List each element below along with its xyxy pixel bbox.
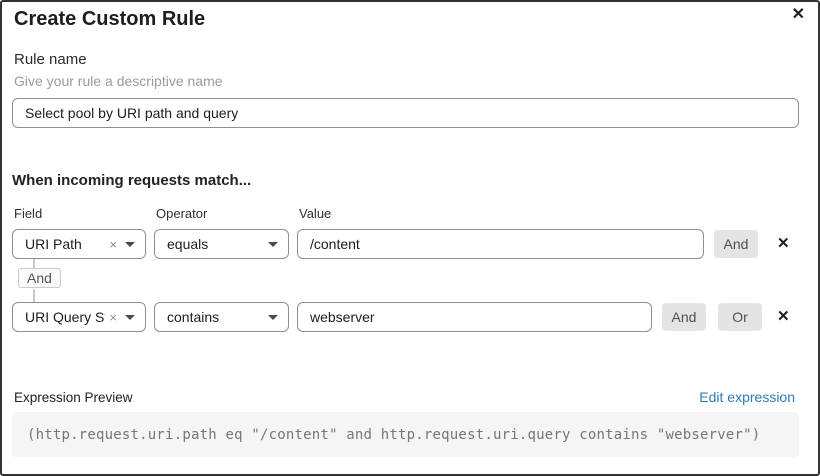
remove-icon[interactable]: ✕ <box>777 235 790 252</box>
close-icon[interactable]: ✕ <box>791 6 805 23</box>
expression-preview-label: Expression Preview <box>14 390 133 405</box>
clear-icon[interactable]: × <box>109 309 117 325</box>
field-column-label: Field <box>14 206 43 221</box>
chevron-down-icon <box>268 241 278 247</box>
connector-line-bottom <box>33 289 35 302</box>
operator-select-row1[interactable]: equals <box>154 229 289 259</box>
chevron-down-icon <box>125 314 135 320</box>
field-select-row2[interactable]: URI Query St... × <box>12 302 146 332</box>
field-select-row2-value: URI Query St... <box>25 309 105 325</box>
operator-select-row2-value: contains <box>167 309 220 325</box>
and-button-row2[interactable]: And <box>662 303 706 331</box>
rule-name-description: Give your rule a descriptive name <box>14 73 223 89</box>
match-section-heading: When incoming requests match... <box>12 172 252 189</box>
and-connector-chip: And <box>18 268 61 288</box>
connector-line-top <box>33 259 35 268</box>
value-input-row1[interactable] <box>297 229 704 259</box>
operator-column-label: Operator <box>156 206 208 221</box>
and-button-row1[interactable]: And <box>714 230 758 258</box>
or-button-row2[interactable]: Or <box>718 303 762 331</box>
chevron-down-icon <box>125 241 135 247</box>
edit-expression-link[interactable]: Edit expression <box>699 389 795 405</box>
field-select-row1[interactable]: URI Path × <box>12 229 146 259</box>
value-column-label: Value <box>299 206 332 221</box>
field-select-row1-value: URI Path <box>25 236 82 252</box>
rule-name-label: Rule name <box>14 51 87 68</box>
rule-name-input[interactable] <box>12 98 799 128</box>
operator-select-row1-value: equals <box>167 236 209 252</box>
expression-preview-block: (http.request.uri.path eq "/content" and… <box>12 412 799 457</box>
dialog-title: Create Custom Rule <box>14 8 206 30</box>
value-input-row2[interactable] <box>297 302 652 332</box>
clear-icon[interactable]: × <box>109 236 117 252</box>
operator-select-row2[interactable]: contains <box>154 302 289 332</box>
expression-code: (http.request.uri.path eq "/content" and… <box>27 427 761 443</box>
remove-icon[interactable]: ✕ <box>777 308 790 325</box>
chevron-down-icon <box>268 314 278 320</box>
